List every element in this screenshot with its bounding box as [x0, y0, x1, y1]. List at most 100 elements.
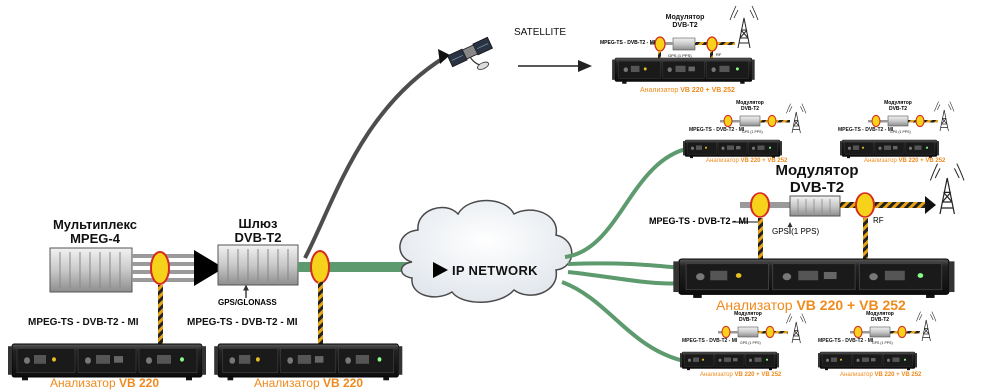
analyzer-prefix: Анализатор	[840, 372, 873, 378]
modulator-title-upper-2: Модулятор DVB-T2	[876, 100, 920, 112]
network-links	[561, 146, 741, 364]
modulator-title-line2: DVB-T2	[738, 317, 758, 323]
gps-label-upper-1: GPS (1 PPS)	[742, 130, 763, 134]
site-upper-2	[839, 101, 955, 159]
rack-unit-icon	[7, 343, 207, 381]
analyzer-prefix: Анализатор	[254, 376, 320, 390]
gps-label-lower-2: GPS (1 PPS)	[872, 341, 893, 345]
signal-label-main: MPEG-TS - DVB-T2 - MI	[649, 216, 749, 226]
signal-label-lower-1: MPEG-TS - DVB-T2 - MI	[682, 338, 738, 344]
modulator-title-top: Модулятор DVB-T2	[660, 14, 710, 30]
analyzer-label-lower-1: Анализатор VB 220 + VB 252	[700, 372, 781, 378]
probe-cable	[318, 282, 323, 344]
modulator-title-line1: Модулятор	[866, 311, 894, 317]
analyzer-label-2: Анализатор VB 220	[254, 376, 363, 390]
gps-label-lower-1: GPS (1 PPS)	[740, 341, 761, 345]
rack-unit-icon	[679, 351, 780, 371]
analyzer-prefix: Анализатор	[706, 158, 739, 164]
modulator-title-line2: DVB-T2	[740, 106, 760, 112]
analyzer-prefix: Анализатор	[864, 158, 897, 164]
rf-label-top: RF	[716, 52, 722, 57]
antenna-tower-icon	[786, 313, 807, 344]
analyzer-model: VB 220 + VB 252	[734, 372, 782, 378]
analyzer-model: VB 220 + VB 252	[796, 297, 906, 313]
gps-label-upper-2: GPS (1 PPS)	[890, 130, 911, 134]
rf-label-main: RF	[873, 216, 884, 225]
analyzer-label-upper-1: Анализатор VB 220 + VB 252	[706, 158, 787, 164]
probe-cable	[158, 285, 163, 345]
signal-label-lower-2: MPEG-TS - DVB-T2 - MI	[818, 338, 874, 344]
probe-tap-icon	[654, 36, 666, 52]
cloud-icon	[399, 199, 573, 303]
multiplexer-title-line2: MPEG-4	[70, 231, 120, 246]
rack-unit-icon	[817, 351, 918, 371]
probe-tap-icon	[855, 192, 875, 218]
antenna-tower-icon	[934, 101, 955, 132]
probe-tap-icon	[706, 36, 718, 52]
antenna-tower-icon	[786, 103, 807, 134]
signal-label-upper-2: MPEG-TS - DVB-T2 - MI	[838, 127, 894, 133]
analyzer-prefix: Анализатор	[716, 297, 793, 313]
analyzer-model: VB 220 + VB 252	[898, 158, 946, 164]
site-lower-2	[817, 311, 937, 371]
modulator-title-upper-1: Модулятор DVB-T2	[728, 100, 772, 112]
probe-tap-icon	[310, 250, 330, 284]
analyzer-label-upper-2: Анализатор VB 220 + VB 252	[864, 158, 945, 164]
probe-tap-icon	[150, 251, 170, 285]
antenna-tower-icon	[916, 311, 937, 342]
network-arrow-icon	[433, 262, 448, 278]
modulator-title-line1: Модулятор	[884, 100, 912, 106]
site-main	[672, 163, 965, 299]
rack-unit-icon	[839, 139, 940, 159]
modulator-title-line2: DVB-T2	[888, 106, 908, 112]
probe-tap-icon	[750, 192, 770, 218]
antenna-tower-icon	[729, 5, 759, 49]
uplink-to-satellite	[303, 55, 447, 259]
analyzer-prefix: Анализатор	[640, 87, 679, 94]
analyzer-label-lower-2: Анализатор VB 220 + VB 252	[840, 372, 921, 378]
satellite-icon	[446, 36, 494, 70]
gps-label-top: GPS (1 PPS)	[668, 53, 692, 58]
signal-label-mux: MPEG-TS - DVB-T2 - MI	[28, 317, 139, 328]
rack-unit-icon	[611, 57, 756, 85]
rack-unit-icon	[682, 139, 783, 159]
analyzer-label-main: Анализатор VB 220 + VB 252	[716, 297, 906, 313]
signal-label-top: MPEG-TS - DVB-T2 - MI	[600, 40, 656, 46]
modulator-title-line1: Модулятор	[736, 100, 764, 106]
analyzer-label-top: Анализатор VB 220 + VB 252	[640, 87, 735, 94]
satellite-label: SATELLITE	[514, 27, 567, 38]
analyzer-label-1: Анализатор VB 220	[50, 376, 159, 390]
modulator-title-line1: Модулятор	[734, 311, 762, 317]
modulator-box	[789, 195, 841, 217]
analyzer-model: VB 220	[322, 376, 364, 390]
modulator-title-line2: DVB-T2	[789, 179, 845, 196]
modulator-title-line1: Модулятор	[665, 14, 705, 21]
antenna-tower-icon	[929, 163, 965, 215]
modulator-title-main: Модулятор DVB-T2	[772, 162, 862, 196]
multiplexer-title-line1: Мультиплекс	[52, 217, 138, 232]
gateway-title-line2: DVB-T2	[234, 230, 282, 245]
modulator-title-lower-1: Модулятор DVB-T2	[726, 311, 770, 323]
signal-label-gateway: MPEG-TS - DVB-T2 - MI	[187, 317, 298, 328]
analyzer-prefix: Анализатор	[50, 376, 116, 390]
signal-label-upper-1: MPEG-TS - DVB-T2 - MI	[689, 127, 745, 133]
gateway-box	[217, 244, 299, 286]
gateway-gps-label: GPS/GLONASS	[218, 298, 277, 307]
network-label: IP NETWORK	[452, 263, 538, 278]
modulator-title-line2: DVB-T2	[870, 317, 890, 323]
gps-label-main: GPS (1 PPS)	[772, 227, 820, 236]
analyzer-prefix: Анализатор	[700, 372, 733, 378]
analyzer-model: VB 220 + VB 252	[740, 158, 788, 164]
modulator-title-lower-2: Модулятор DVB-T2	[858, 311, 902, 323]
analyzer-model: VB 220	[118, 376, 160, 390]
modulator-title-line1: Модулятор	[775, 162, 859, 179]
site-upper-1	[682, 103, 807, 159]
modulator-box	[672, 37, 696, 51]
site-satellite	[611, 5, 759, 85]
rack-unit-icon	[213, 343, 403, 381]
modulator-title-line2: DVB-T2	[672, 22, 698, 29]
site-lower-1	[679, 313, 807, 371]
analyzer-model: VB 220 + VB 252	[680, 87, 735, 94]
mux-output-arrow-icon	[194, 250, 224, 286]
